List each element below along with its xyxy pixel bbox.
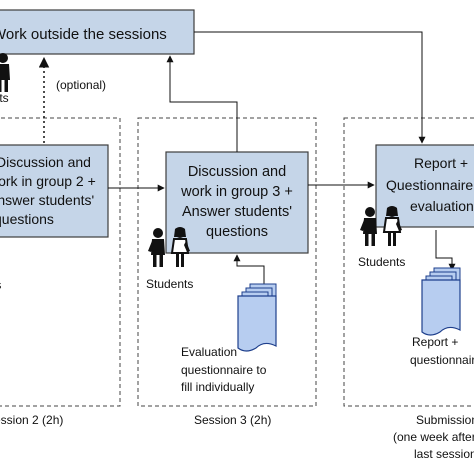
session3-doc-line-2: questionnaire to xyxy=(181,363,267,377)
top-box-label: Work outside the sessions xyxy=(0,26,167,43)
submission-students-label: Students xyxy=(358,255,405,269)
session2-partial-text: ts xyxy=(0,278,1,292)
session2-box-line-2: work in group 2 + xyxy=(0,173,96,189)
session2-box xyxy=(0,144,109,238)
submission-footer-line-1: Submission xyxy=(416,413,474,427)
session2-frame xyxy=(0,117,121,407)
left-students-label: ents xyxy=(0,91,9,105)
session3-footer: Session 3 (2h) xyxy=(194,413,271,427)
session3-doc-line-3: fill individually xyxy=(181,380,254,394)
session3-doc-line-1: Evaluation xyxy=(181,345,237,359)
session3-box-line-3: Answer students' xyxy=(182,204,292,220)
submission-footer-line-3: last session) xyxy=(414,447,474,461)
arrow-submission-to-report xyxy=(435,230,456,271)
submission-doc-line-1: Report + xyxy=(412,335,458,349)
session2-box-line-3: Answer students' xyxy=(0,192,94,208)
arrow-doc-to-session3 xyxy=(233,254,265,285)
students-icon-left xyxy=(0,53,10,92)
submission-box-line-1: Report + xyxy=(414,155,468,171)
session2-footer: Session 2 (2h) xyxy=(0,413,63,427)
submission-box-line-3: evaluation xyxy=(410,198,474,214)
submission-box-line-2: Questionnaire xyxy=(386,177,473,193)
session3-frame xyxy=(137,117,317,407)
evaluation-questionnaire-doc-icon xyxy=(237,283,277,352)
submission-footer-line-2: (one week after the xyxy=(393,430,474,444)
top-box xyxy=(0,9,195,55)
report-doc-icon xyxy=(421,267,461,336)
arrow-session3-to-top xyxy=(166,55,238,152)
session3-box-line-2: work in group 3 + xyxy=(180,184,293,200)
arrow-top-to-submission xyxy=(194,31,426,144)
submission-doc-line-2: questionnaire xyxy=(410,353,474,367)
optional-label: (optional) xyxy=(56,78,106,92)
session2-box-line-4: questions xyxy=(0,211,54,227)
session2-box-line-1: Discussion and xyxy=(0,154,91,170)
session3-students-label: Students xyxy=(146,277,193,291)
session3-box xyxy=(165,151,309,254)
session3-box-line-4: questions xyxy=(206,224,268,240)
session3-box-line-1: Discussion and xyxy=(188,164,286,180)
submission-frame xyxy=(343,117,474,407)
